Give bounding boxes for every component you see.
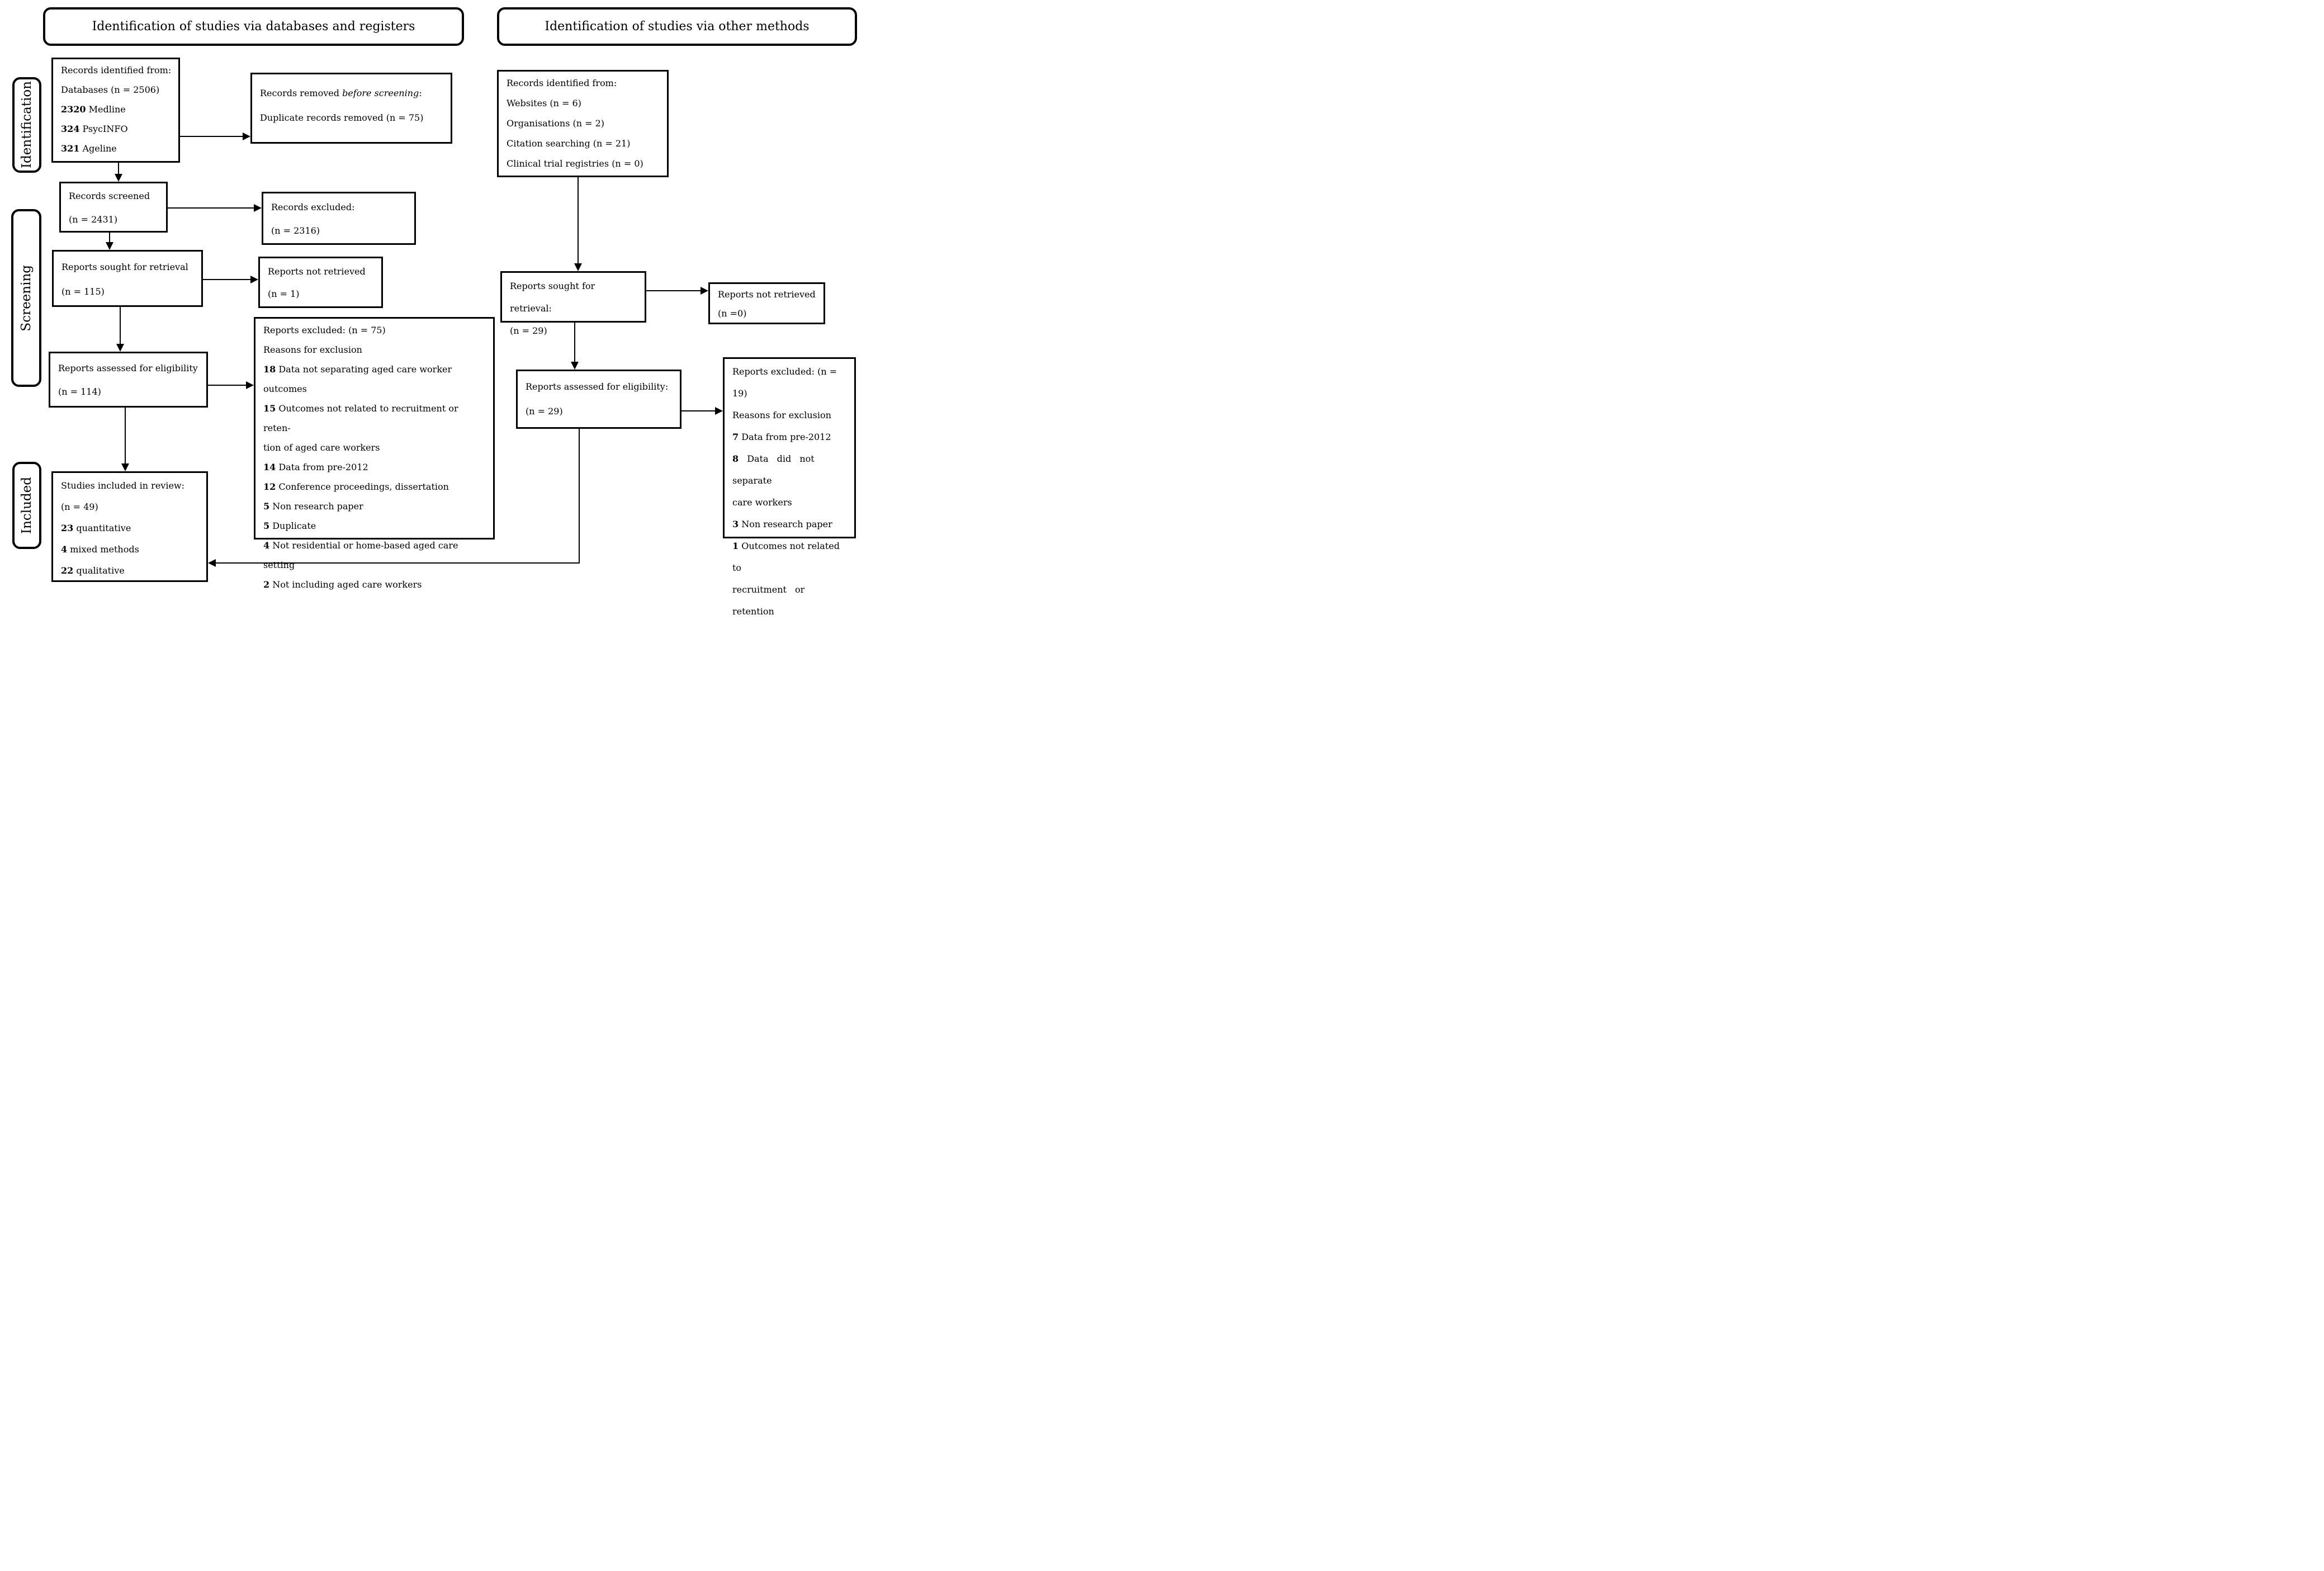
header-other-methods-label: Identification of studies via other meth… [545, 20, 810, 34]
text-line: Websites (n = 6) [507, 98, 581, 108]
text-line: recruitment or retention [732, 584, 813, 617]
box-reports-assessed-right: Reports assessed for eligibility: (n = 29… [516, 370, 681, 429]
text-line: 7 Data from pre-2012 [732, 432, 831, 442]
box-reports-not-retrieved-left: Reports not retrieved (n = 1) [258, 257, 383, 308]
header-databases-registers: Identification of studies via databases … [43, 7, 464, 46]
prisma-flow-diagram: Identification of studies via databases … [0, 0, 864, 617]
text-line: (n = 29) [526, 406, 563, 417]
text-line: 2320 Medline [61, 104, 126, 115]
box-reports-excluded-reasons-right: Reports excluded: (n = 19) Reasons for ex… [723, 357, 856, 617]
text-line: 5 Non research paper [263, 501, 363, 512]
text-line: Citation searching (n = 21) [507, 138, 631, 149]
text-line: (n = 115) [61, 286, 105, 297]
side-label-screening: Screening [11, 209, 41, 387]
header-databases-registers-label: Identification of studies via databases … [92, 20, 415, 34]
text-line: Reports assessed for eligibility [58, 363, 198, 373]
text-line: Reports assessed for eligibility: [526, 381, 669, 392]
text-line: Reports not retrieved [718, 289, 816, 300]
text-line: Reasons for exclusion [263, 344, 362, 355]
box-studies-included: Studies included in review: (n = 49) 23 qu… [51, 471, 208, 582]
text-line: (n = 114) [58, 386, 101, 397]
text-line: Records screened [69, 191, 150, 201]
text-line: (n = 29) [510, 325, 547, 336]
text-line: care workers [732, 497, 792, 508]
text-line: 4 mixed methods [61, 544, 139, 555]
text-line: 12 Conference proceedings, dissertation [263, 481, 449, 492]
text-line: 1 Outcomes not related to [732, 541, 843, 573]
text-line: Clinical trial registries (n = 0) [507, 158, 643, 169]
text-line: 2 Not including aged care workers [263, 579, 422, 590]
text-line: 22 qualitative [61, 565, 125, 576]
text-line: 14 Data from pre-2012 [263, 462, 368, 472]
text-line: 8 Data did not separate [732, 453, 823, 486]
text-line: Databases (n = 2506) [61, 84, 160, 95]
text-line: Reports sought for retrieval [61, 262, 188, 272]
box-reports-sought-right: Reports sought for retrieval: (n = 29) [500, 271, 646, 336]
text-line: 321 Ageline [61, 143, 117, 154]
text-line: Reasons for exclusion [732, 410, 831, 420]
text-line: Studies included in review: [61, 480, 184, 491]
text-line: Duplicate records removed (n = 75) [260, 112, 424, 123]
box-reports-assessed-left: Reports assessed for eligibility (n = 114… [49, 352, 208, 408]
text-line: 18 Data not separating aged care worker … [263, 364, 455, 394]
text-line: Organisations (n = 2) [507, 118, 605, 129]
box-reports-not-retrieved-right: Reports not retrieved (n =0) [708, 282, 825, 324]
side-label-screening-text: Screening [19, 264, 34, 332]
text-line: Records excluded: [271, 202, 355, 212]
text-line: Records identified from: [507, 78, 617, 88]
text-line: (n = 2316) [271, 225, 320, 236]
box-records-removed-before-screening: Records removed before screening: Duplica… [250, 73, 452, 144]
text-line: 3 Non research paper [732, 519, 832, 529]
text-line: 5 Duplicate [263, 520, 316, 531]
text-line: Records removed before screening: [260, 88, 422, 98]
text-line: Reports not retrieved [268, 266, 366, 277]
box-records-excluded: Records excluded: (n = 2316) [262, 192, 416, 245]
text-line: (n =0) [718, 308, 747, 319]
side-label-included-text: Included [20, 476, 34, 534]
side-label-identification-text: Identification [20, 81, 34, 169]
text-line: 324 PsycINFO [61, 124, 128, 134]
text-line: tion of aged care workers [263, 442, 380, 453]
box-reports-sought-left: Reports sought for retrieval (n = 115) [52, 250, 203, 307]
box-records-screened: Records screened (n = 2431) [59, 182, 168, 233]
text-line: Records identified from: [61, 65, 172, 75]
text-line: 23 quantitative [61, 523, 131, 533]
header-other-methods: Identification of studies via other meth… [497, 7, 857, 46]
text-line: (n = 1) [268, 288, 300, 299]
text-line: (n = 2431) [69, 214, 118, 225]
box-records-identified-databases: Records identified from: Databases (n = 2… [51, 58, 180, 163]
side-label-included: Included [12, 462, 41, 549]
text-line: (n = 49) [61, 501, 98, 512]
text-line: Reports excluded: (n = 19) [732, 366, 840, 399]
text-line: 4 Not residential or home-based aged car… [263, 540, 461, 570]
side-label-identification: Identification [12, 77, 41, 173]
box-reports-excluded-reasons-left: Reports excluded: (n = 75) Reasons for ex… [254, 317, 495, 590]
text-line: Reports sought for retrieval: [510, 281, 598, 314]
text-line: 15 Outcomes not related to recruitment o… [263, 403, 461, 433]
box-records-identified-other: Records identified from: Websites (n = 6)… [497, 70, 669, 177]
text-line: Reports excluded: (n = 75) [263, 325, 386, 335]
